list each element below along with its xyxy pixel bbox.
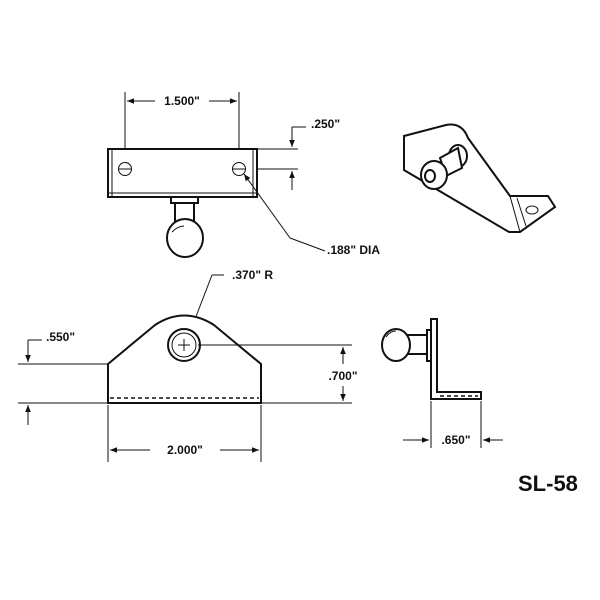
left-height-label: .550" — [46, 330, 75, 344]
top-view: 1.500" .250" .188" DIA — [107, 92, 380, 258]
mounting-bracket-front — [107, 314, 262, 404]
radius-label: .370" R — [232, 268, 273, 282]
top-width-label: 1.500" — [164, 94, 200, 108]
hole-dia-label: .188" DIA — [327, 243, 380, 257]
side-depth-label: .650" — [441, 433, 470, 447]
part-number: SL-58 — [518, 471, 578, 496]
isometric-view — [403, 123, 557, 233]
front-view: .370" R .550" .700" 2.000" — [18, 268, 358, 462]
ball-stud-top — [166, 196, 204, 258]
ball-stud-iso — [420, 144, 468, 190]
mounting-plate-top — [107, 148, 258, 198]
mounting-hole-right — [232, 162, 246, 176]
mounting-hole-left — [118, 162, 132, 176]
side-view: .650" — [381, 318, 503, 448]
base-width-label: 2.000" — [167, 443, 203, 457]
mounting-bracket-side — [430, 318, 482, 400]
stud-height-label: .700" — [328, 369, 357, 383]
hole-offset-label: .250" — [311, 117, 340, 131]
ball-stud-side — [381, 328, 428, 362]
